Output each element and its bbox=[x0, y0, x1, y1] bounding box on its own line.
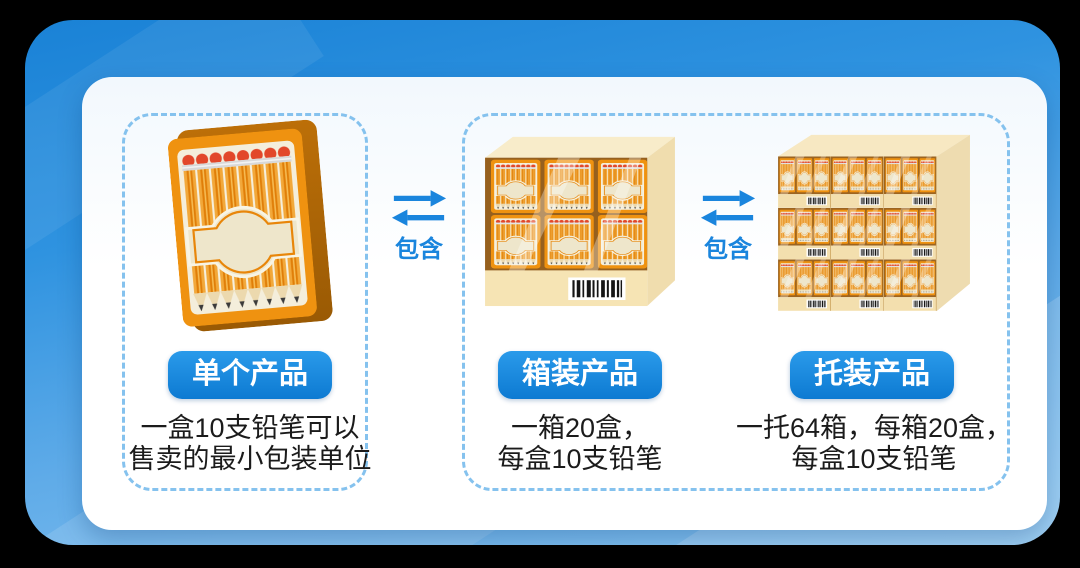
pallet-illustration bbox=[778, 134, 970, 312]
single-product-badge: 单个产品 bbox=[167, 351, 333, 399]
pallet-product-badge: 托装产品 bbox=[789, 351, 955, 399]
description-line: 一箱20盒， bbox=[510, 413, 650, 443]
single-product-section bbox=[122, 113, 368, 491]
contains-label: 包含 bbox=[395, 236, 443, 263]
carton-illustration bbox=[485, 136, 675, 307]
pallet-product-description: 一托64箱，每箱20盒， 每盒10支铅笔 bbox=[736, 413, 1012, 475]
exchange-arrows-icon bbox=[700, 190, 756, 226]
packaged-products-section bbox=[462, 113, 1010, 491]
carton-product-description: 一箱20盒， 每盒10支铅笔 bbox=[497, 413, 662, 475]
pencil-box-illustration bbox=[167, 119, 333, 332]
content-card: 包含 包含 单个产品 箱装产品 托装产品 一盒10支铅笔可以 售卖的最小包装单位… bbox=[82, 77, 1047, 530]
single-product-description: 一盒10支铅笔可以 售卖的最小包装单位 bbox=[129, 413, 372, 475]
contains-label: 包含 bbox=[704, 236, 752, 263]
description-line: 每盒10支铅笔 bbox=[791, 444, 957, 474]
carton-product-badge: 箱装产品 bbox=[497, 351, 663, 399]
blue-background-frame: 包含 包含 单个产品 箱装产品 托装产品 一盒10支铅笔可以 售卖的最小包装单位… bbox=[25, 20, 1060, 545]
description-line: 售卖的最小包装单位 bbox=[128, 444, 372, 474]
description-line: 一托64箱，每箱20盒， bbox=[735, 413, 1013, 443]
exchange-arrows-icon bbox=[391, 190, 447, 226]
description-line: 每盒10支铅笔 bbox=[497, 444, 663, 474]
contains-relation: 包含 bbox=[699, 187, 757, 262]
description-line: 一盒10支铅笔可以 bbox=[140, 413, 360, 443]
contains-relation: 包含 bbox=[390, 187, 448, 262]
